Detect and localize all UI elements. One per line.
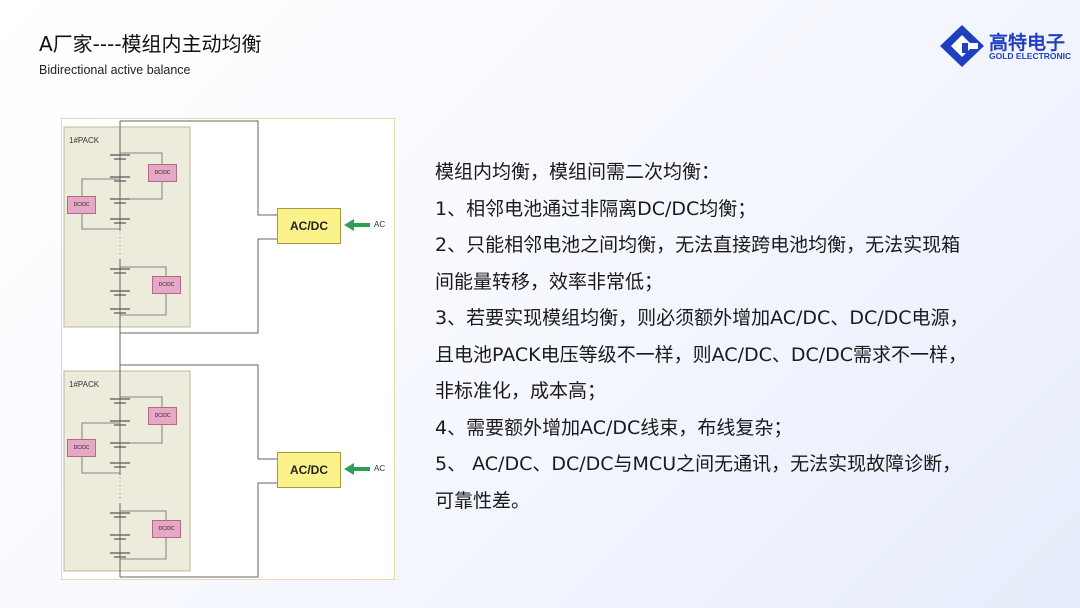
logo-name-en: GOLD ELECTRONIC xyxy=(989,51,1072,61)
logo-name-cn: 高特电子 xyxy=(989,32,1066,54)
slide-subtitle: Bidirectional active balance xyxy=(39,63,191,77)
ac-arrow-1-head xyxy=(344,219,354,231)
pack-1-area xyxy=(63,126,191,328)
point-line: 且电池PACK电压等级不一样，则AC/DC、DC/DC需求不一样， xyxy=(435,343,968,366)
key-points: 模组内均衡，模组间需二次均衡： 1、相邻电池通过非隔离DC/DC均衡； 2、只能… xyxy=(435,154,1035,519)
pack-label: 1#PACK xyxy=(69,136,100,145)
pack-2-area xyxy=(63,370,191,572)
point-line: 可靠性差。 xyxy=(435,489,531,512)
ac-arrow-1-shaft xyxy=(354,223,370,227)
point-line: 5、 AC/DC、DC/DC与MCU之间无通讯，无法实现故障诊断， xyxy=(435,453,962,475)
dcdc-converter: DC/DC xyxy=(152,520,181,538)
point-line: 间能量转移，效率非常低； xyxy=(435,270,664,293)
point-line: 非标准化，成本高； xyxy=(435,380,607,402)
point-line: 2、只能相邻电池之间均衡，无法直接跨电池均衡，无法实现箱 xyxy=(435,234,961,256)
company-logo: 高特电子 GOLD ELECTRONIC xyxy=(938,24,1072,68)
ac-arrow-2-head xyxy=(344,463,354,475)
point-line: 3、若要实现模组均衡，则必须额外增加AC/DC、DC/DC电源， xyxy=(435,307,969,329)
point-line: 模组内均衡，模组间需二次均衡： xyxy=(435,161,721,183)
slide-title: A厂家----模组内主动均衡 xyxy=(39,32,262,56)
acdc-converter: AC/DC xyxy=(277,452,341,488)
ac-input-label: AC xyxy=(374,464,386,473)
dcdc-converter: DC/DC xyxy=(148,407,177,425)
pack-label: 1#PACK xyxy=(69,380,100,389)
logo-mark-icon xyxy=(940,25,984,67)
ac-arrow-2-shaft xyxy=(354,467,370,471)
circuit-wiring xyxy=(63,120,370,578)
dcdc-converter: DC/DC xyxy=(67,439,96,457)
point-line: 4、需要额外增加AC/DC线束，布线复杂； xyxy=(435,416,793,439)
dcdc-converter: DC/DC xyxy=(67,196,96,214)
ac-input-label: AC xyxy=(374,220,386,229)
dcdc-converter: DC/DC xyxy=(148,164,177,182)
balance-circuit-diagram: 1#PACK DC/DC DC/DC DC/DC AC/DC AC 1#PACK… xyxy=(61,118,395,580)
acdc-converter: AC/DC xyxy=(277,208,341,244)
dcdc-converter: DC/DC xyxy=(152,276,181,294)
point-line: 1、相邻电池通过非隔离DC/DC均衡； xyxy=(435,197,757,220)
